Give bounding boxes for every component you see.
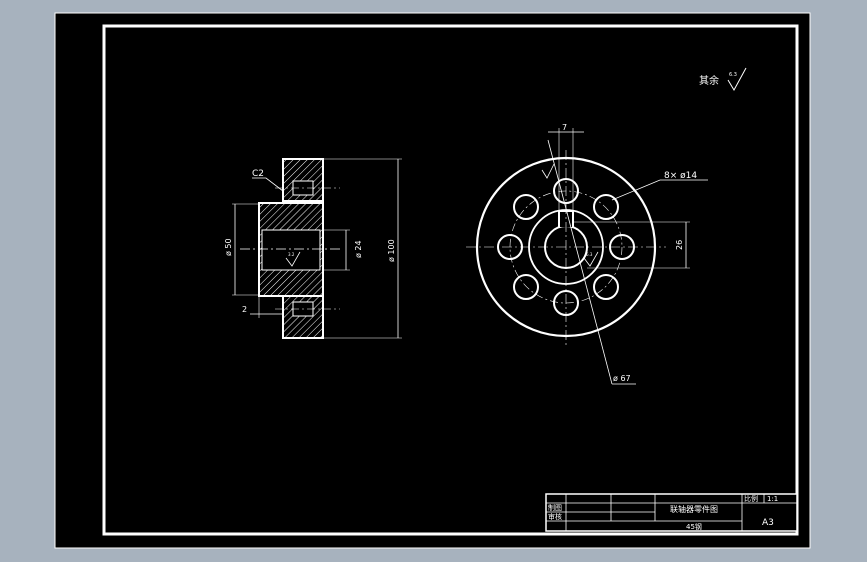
- flange-bottom-section: [282, 295, 324, 339]
- flange-top-section: [282, 158, 324, 202]
- bore-section: [261, 229, 321, 271]
- front-view: 7 26 8× ø14 ø 67 6.3: [466, 123, 708, 385]
- roughness-note: 其余 6.3: [699, 67, 747, 92]
- roughness-note-value: 6.3: [729, 72, 737, 78]
- dim-holes-text: 8× ø14: [664, 171, 697, 181]
- scale-label: 比例: [744, 494, 758, 503]
- title-block-row-label-2: 审核: [548, 512, 562, 521]
- bolt-hole-6: [513, 274, 539, 300]
- drawing-title: 联轴器零件图: [670, 504, 718, 514]
- dim-hub-text: ø 50: [224, 238, 233, 256]
- dim-keyway-depth-text: 26: [675, 240, 684, 250]
- dim-holes-leader: [611, 179, 708, 201]
- title-block-row-label-1: 制图: [548, 503, 562, 512]
- bolt-hole-2: [593, 194, 619, 220]
- material-label: 45钢: [686, 522, 702, 531]
- dim-pitch-leader: [547, 139, 613, 385]
- side-roughness-value: 3.2: [288, 252, 295, 257]
- dim-step-text: 2: [242, 305, 247, 314]
- drawing-frame: [102, 24, 799, 536]
- title-block: 制图 审核 联轴器零件图 45钢 比例 1:1 A3: [545, 493, 798, 532]
- front-roughness-icon-bore: [583, 251, 599, 267]
- front-roughness-icon-top: [541, 163, 555, 179]
- side-roughness-icon: [285, 251, 301, 267]
- title-block-frame: [545, 493, 798, 532]
- bolt-hole-4: [593, 274, 619, 300]
- roughness-symbol-icon: [727, 67, 747, 92]
- sheet-size: A3: [762, 518, 774, 528]
- sheet-border: [54, 12, 811, 549]
- dim-outer-text: ø 100: [387, 239, 396, 262]
- dim-pitch-text: ø 67: [613, 374, 631, 383]
- side-section-view: C2 ø 50 ø 24 ø 100 2 3.2: [224, 158, 402, 339]
- dim-bore-text: ø 24: [354, 240, 363, 258]
- bolt-hole-8: [513, 194, 539, 220]
- drawing-canvas: [55, 13, 810, 548]
- scale-value: 1:1: [767, 495, 778, 503]
- roughness-note-prefix: 其余: [699, 74, 719, 87]
- front-roughness-value: 6.3: [586, 252, 593, 257]
- chamfer-label: C2: [252, 169, 264, 179]
- bolt-hole-1: [553, 178, 579, 204]
- chamfer-leader: [252, 177, 284, 192]
- dim-keyway-width-text: 7: [562, 123, 567, 132]
